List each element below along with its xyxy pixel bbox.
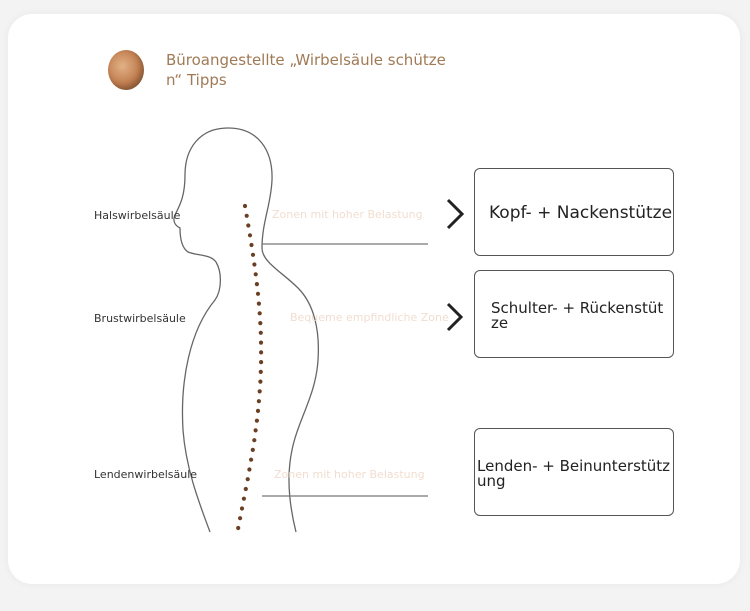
zone-note-cervical: Zonen mit hoher Belastung xyxy=(272,208,423,221)
header: Büroangestellte „Wirbelsäule schützen“ T… xyxy=(108,50,456,90)
spine-vertebra-dot xyxy=(256,399,261,404)
spine-vertebra-dot xyxy=(258,340,264,345)
spine-vertebra-dot xyxy=(253,428,258,433)
spine-vertebra-dot xyxy=(238,516,243,521)
spine-vertebra-dot xyxy=(249,242,254,248)
spine-vertebra-dot xyxy=(255,408,261,413)
chevron-right-icon xyxy=(446,198,465,230)
support-box-lumbar: Lenden- + Beinunterstützung xyxy=(474,428,674,516)
spine-vertebra-dot xyxy=(254,418,259,423)
spine-vertebra-dot xyxy=(254,282,259,287)
orange-fruit-icon xyxy=(108,50,144,90)
spine-vertebra-dot xyxy=(252,438,257,443)
zone-note-thoracic: Bequeme empfindliche Zone xyxy=(290,311,449,324)
spine-vertebra-dot xyxy=(258,321,263,326)
spine-vertebra-dot xyxy=(253,272,258,277)
spine-vertebra-dot xyxy=(243,486,248,492)
spine-vertebra-dot xyxy=(250,447,255,452)
spine-vertebra-dot xyxy=(244,213,249,218)
spine-vertebra-dot xyxy=(241,496,246,501)
zone-note-lumbar: Zonen mit hoher Belastung xyxy=(274,468,425,481)
body-outline xyxy=(173,127,229,533)
chevron-right-icon xyxy=(446,302,464,332)
spine-vertebra-dot xyxy=(259,360,264,365)
support-box-neck: Kopf- + Nackenstütze xyxy=(474,168,674,256)
spine-vertebra-dot xyxy=(245,477,250,482)
spine xyxy=(236,203,264,531)
back-outline xyxy=(227,127,320,533)
support-label-lumbar: Lenden- + Beinunterstützung xyxy=(477,457,671,490)
spine-vertebra-dot xyxy=(258,330,263,335)
spine-vertebra-dot xyxy=(247,233,253,238)
spine-vertebra-dot xyxy=(257,389,262,394)
spine-vertebra-dot xyxy=(252,262,257,267)
spine-vertebra-dot xyxy=(247,467,252,472)
spine-vertebra-dot xyxy=(258,369,263,374)
spine-vertebra-dot xyxy=(256,301,261,306)
spine-vertebra-dot xyxy=(249,457,254,462)
region-label-cervical: Halswirbelsäule xyxy=(94,209,181,222)
spine-vertebra-dot xyxy=(236,525,241,531)
support-box-upper-back: Schulter- + Rückenstütze xyxy=(474,270,674,358)
spine-vertebra-dot xyxy=(242,203,248,209)
page-title: Büroangestellte „Wirbelsäule schützen“ T… xyxy=(166,51,446,89)
spine-vertebra-dot xyxy=(259,350,264,355)
region-label-thoracic: Brustwirbelsäule xyxy=(94,312,186,325)
support-label-neck: Kopf- + Nackenstütze xyxy=(489,203,673,223)
spine-vertebra-dot xyxy=(257,311,262,316)
spine-vertebra-dot xyxy=(258,379,263,384)
spine-vertebra-dot xyxy=(250,252,256,257)
region-label-lumbar: Lendenwirbelsäule xyxy=(94,468,198,481)
spine-vertebra-dot xyxy=(255,291,261,296)
spine-vertebra-dot xyxy=(239,506,245,511)
spine-vertebra-dot xyxy=(246,223,251,228)
support-label-upper-back: Schulter- + Rückenstütze xyxy=(491,299,664,332)
